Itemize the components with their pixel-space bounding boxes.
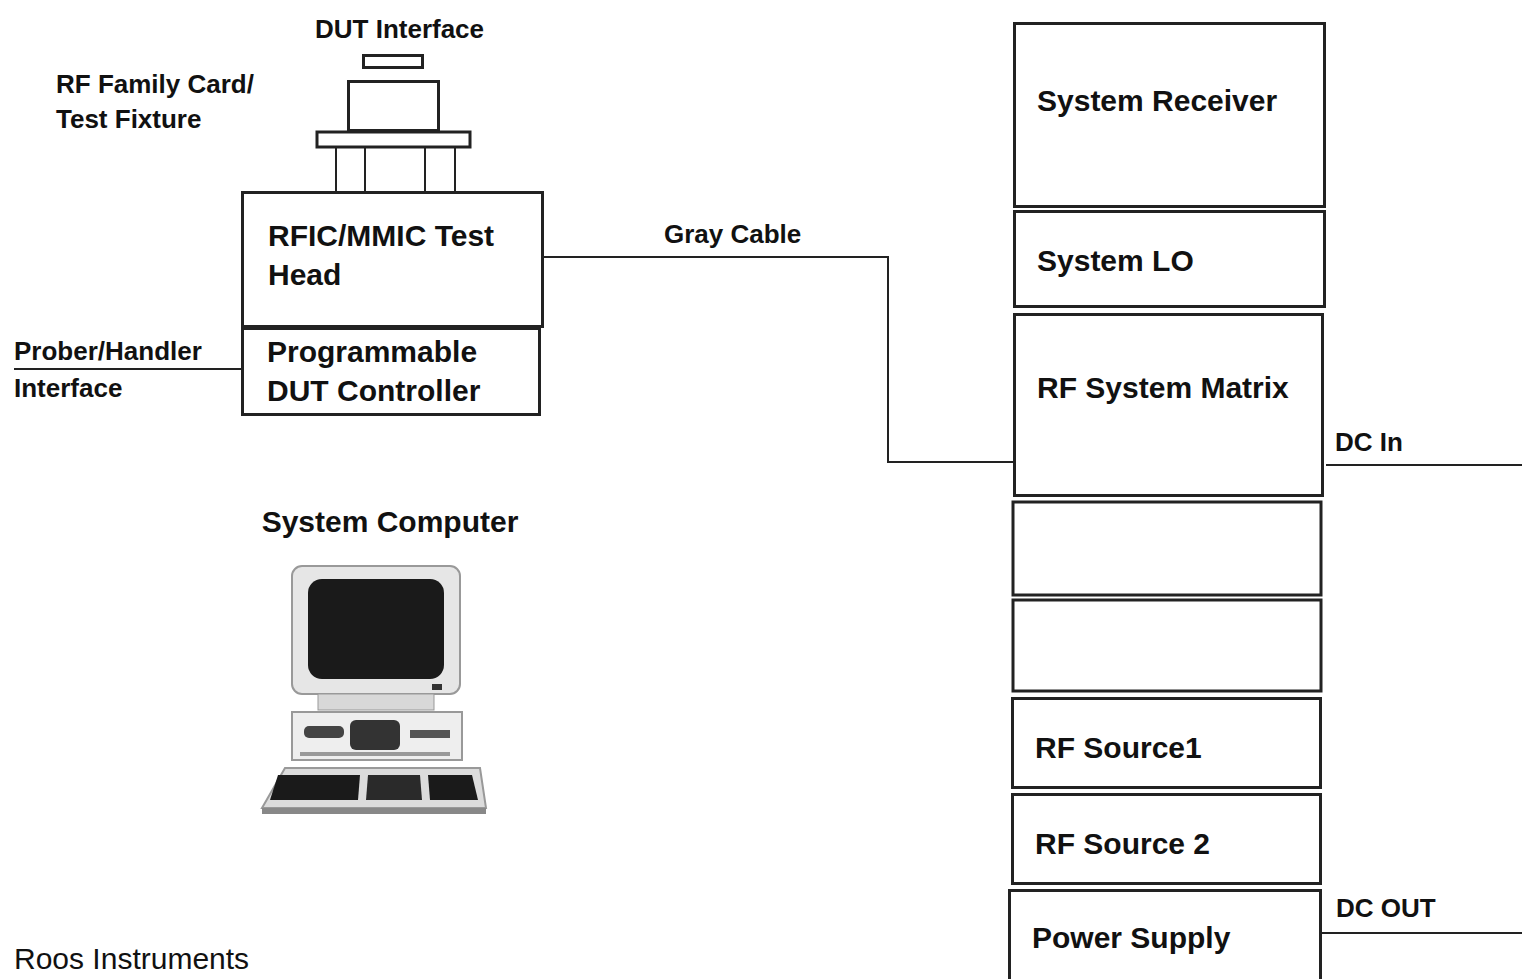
- empty-rack-slot: [1013, 600, 1321, 691]
- rack-unit: RF Source 2: [1011, 793, 1322, 885]
- port-label: DC OUT: [1336, 893, 1436, 924]
- node-text: Programmable DUT Controller: [267, 332, 530, 410]
- node-text: RF Source1: [1035, 728, 1311, 767]
- node-text: RF Source 2: [1035, 824, 1311, 863]
- port-label: DC In: [1335, 427, 1403, 458]
- interface-label: Prober/Handler Interface: [14, 333, 239, 407]
- cable-connector: [544, 257, 1013, 462]
- computer-caption: System Computer: [240, 502, 540, 546]
- node-text: System Computer: [240, 502, 540, 541]
- company-name: Roos Instruments: [14, 942, 249, 976]
- rack-unit: Power Supply: [1008, 889, 1322, 979]
- pin-connector: [336, 146, 455, 191]
- rack-unit: RF Source1: [1011, 697, 1322, 789]
- interface-line: [14, 368, 241, 370]
- rack-unit: System Receiver: [1013, 22, 1326, 208]
- node-text: System Receiver: [1037, 81, 1315, 120]
- node-text: DUT Interface: [315, 13, 477, 47]
- empty-rack-slot: [1013, 502, 1321, 595]
- dut-interface-box: DUT Interface: [362, 54, 424, 69]
- node-text: Power Supply: [1032, 918, 1311, 957]
- dc-out-line: [1322, 932, 1522, 934]
- node-text: RF Family Card/ Test Fixture: [56, 67, 296, 137]
- node-text: RF System Matrix: [1037, 368, 1313, 407]
- test-head-box: RFIC/MMIC Test Head: [241, 191, 544, 328]
- dut-controller-box: Programmable DUT Controller: [241, 327, 541, 416]
- edge-label: Gray Cable: [664, 219, 801, 250]
- test-fixture-box: RF Family Card/ Test Fixture: [347, 80, 440, 132]
- computer-illustration: [262, 566, 486, 814]
- rack-unit: System LO: [1013, 210, 1326, 308]
- fixture-plate: [317, 132, 470, 147]
- dc-in-line: [1326, 464, 1522, 466]
- node-text: System LO: [1037, 241, 1315, 280]
- rack-unit: RF System Matrix: [1013, 313, 1324, 497]
- node-text: RFIC/MMIC Test Head: [268, 216, 531, 294]
